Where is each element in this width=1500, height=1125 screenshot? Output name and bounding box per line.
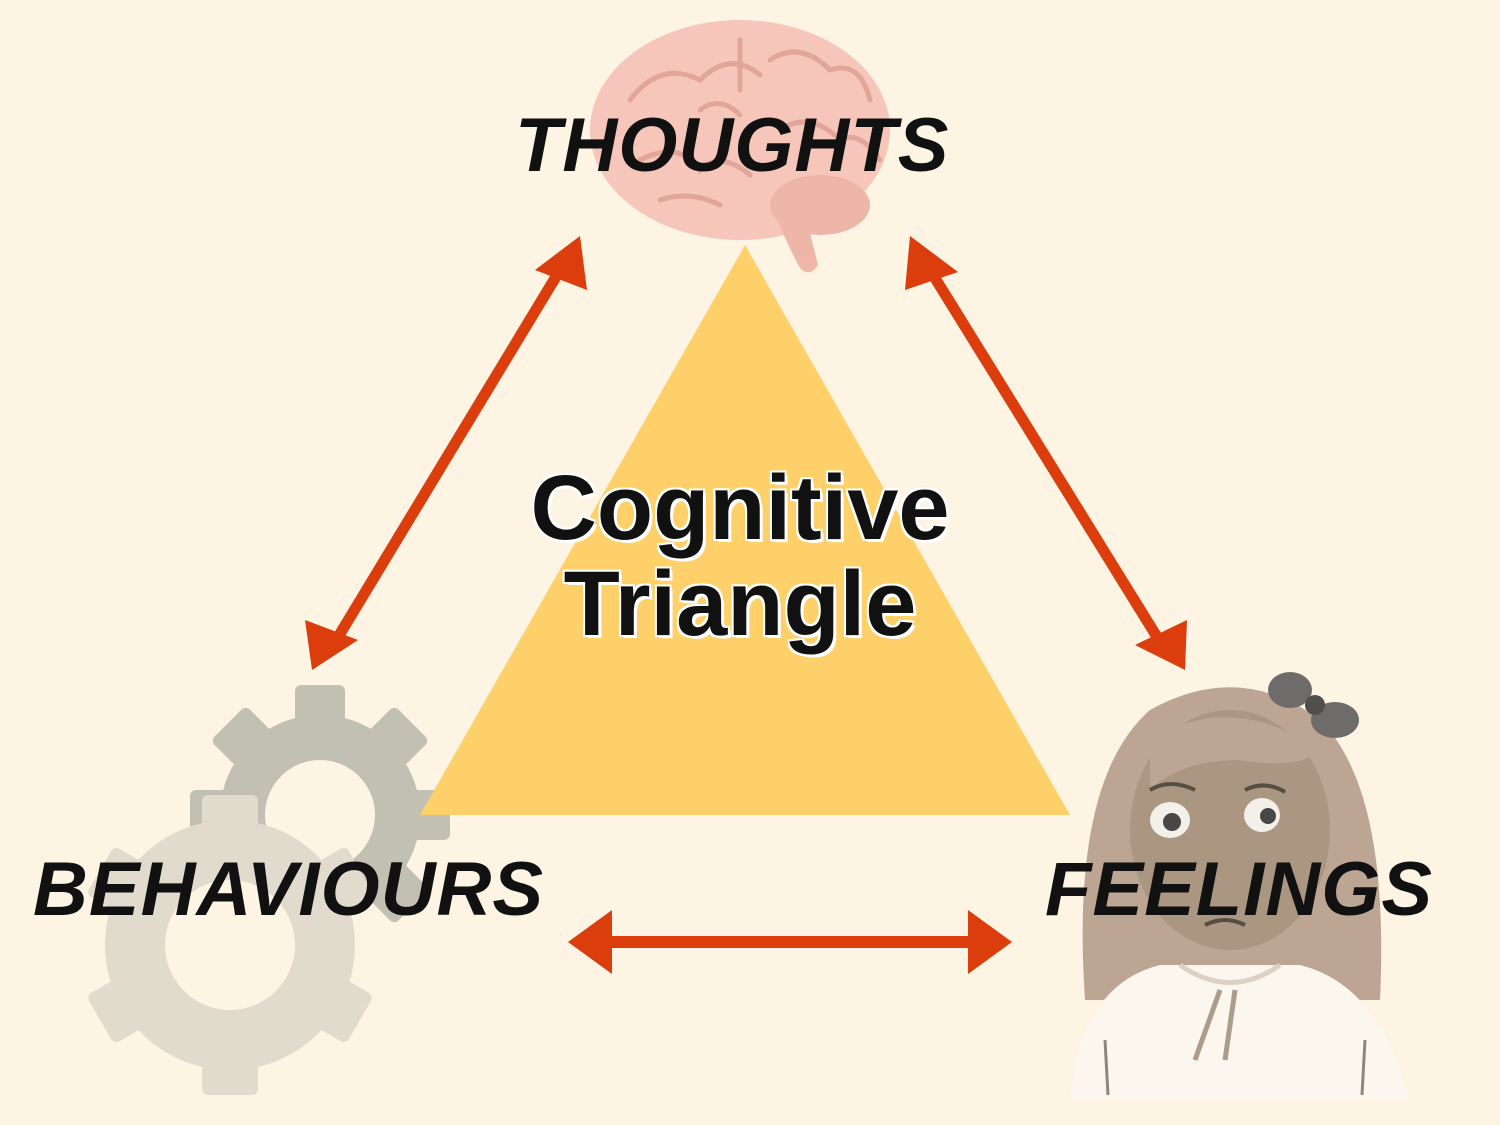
arrow-thoughts-behaviours [305, 236, 587, 670]
central-triangle [420, 245, 1070, 815]
title-line-2: Triangle [563, 553, 917, 655]
brain-icon [590, 20, 890, 273]
feelings-label: FEELINGS [1045, 847, 1434, 932]
gear-icon [88, 685, 450, 1095]
arrow-thoughts-feelings [905, 236, 1187, 670]
behaviours-label: BEHAVIOURS [33, 847, 545, 932]
arrow-behaviours-feelings [568, 910, 1012, 974]
worried-girl-illustration [1070, 672, 1410, 1100]
diagram-title: Cognitive Triangle [420, 460, 1060, 652]
thoughts-label: THOUGHTS [515, 103, 950, 188]
title-line-1: Cognitive [530, 457, 950, 559]
